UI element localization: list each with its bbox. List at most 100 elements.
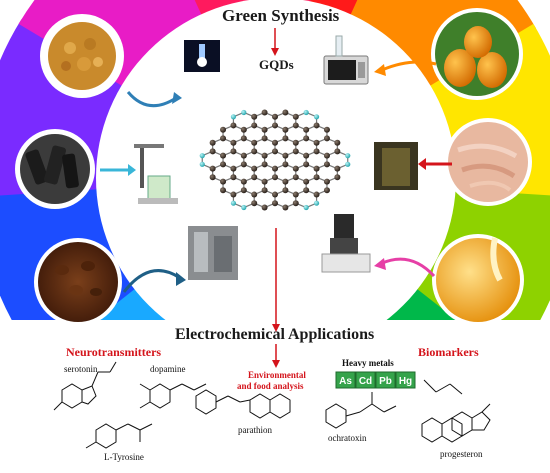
carbon-atom bbox=[240, 187, 247, 194]
carbon-atom bbox=[240, 126, 247, 133]
coffee-grounds-photo bbox=[34, 238, 122, 326]
hydrogen-atom bbox=[199, 153, 205, 159]
hydrogen-atom bbox=[313, 114, 320, 120]
carbon-atom bbox=[323, 152, 330, 159]
dopamine-structure bbox=[139, 383, 207, 409]
hydrogen-atom bbox=[230, 114, 237, 120]
carbon-atom bbox=[272, 113, 278, 120]
carbon-atom bbox=[323, 135, 330, 142]
hydrogen-atom bbox=[313, 200, 320, 206]
carbon-atom bbox=[240, 152, 247, 159]
autoclave-photo bbox=[321, 214, 371, 273]
heavy-metal-symbol: Pb bbox=[379, 376, 392, 387]
arrow-topright bbox=[381, 60, 437, 72]
carbon-atom bbox=[272, 139, 278, 146]
carbon-atom bbox=[272, 200, 278, 207]
carbon-atom bbox=[220, 187, 227, 194]
honey-photo bbox=[432, 234, 524, 326]
heavy-metal-tile bbox=[395, 371, 416, 389]
heavy-metal-tile bbox=[375, 371, 396, 389]
carbon-atom bbox=[261, 152, 268, 159]
carbon-atom bbox=[292, 165, 299, 172]
reactor-vessel-photo bbox=[374, 142, 418, 190]
carbon-atom bbox=[334, 139, 341, 146]
microwave-photo bbox=[323, 35, 369, 85]
carbon-atom bbox=[334, 165, 341, 172]
carbon-atom bbox=[313, 148, 320, 155]
carbon-atom bbox=[313, 139, 320, 146]
carbon-atom bbox=[282, 152, 289, 159]
carbon-atom bbox=[261, 126, 268, 133]
carbon-atom bbox=[292, 113, 299, 120]
carbon-atom bbox=[303, 161, 310, 168]
carbon-atom bbox=[303, 135, 310, 142]
progesterone-label: progesteron bbox=[440, 449, 483, 459]
carbon-atom bbox=[272, 122, 278, 129]
carbon-atom bbox=[282, 187, 289, 194]
carbon-atom bbox=[323, 178, 330, 185]
parathion-structure bbox=[195, 389, 291, 419]
carbon-atom bbox=[272, 191, 278, 198]
carbon-atom bbox=[292, 191, 299, 198]
serotonin-structure bbox=[53, 361, 117, 411]
hydrogen-atom bbox=[303, 109, 309, 116]
carbon-atom bbox=[261, 135, 268, 142]
neurotransmitters-heading: Neurotransmitters bbox=[66, 345, 162, 359]
carbon-atom bbox=[313, 191, 320, 198]
hydrogen-atom bbox=[345, 161, 351, 167]
carbon-atom bbox=[251, 174, 258, 181]
curved-arrow-topleft bbox=[126, 91, 177, 108]
hydrogen-atom bbox=[241, 204, 247, 211]
carbon-atom bbox=[272, 165, 278, 172]
heavy-metals-label: Heavy metals bbox=[342, 358, 394, 368]
carbon-atom bbox=[303, 187, 310, 194]
carbon-atom bbox=[230, 122, 237, 129]
electrochemical-applications-title: Electrochemical Applications bbox=[175, 326, 375, 343]
carbon-atom bbox=[209, 148, 216, 155]
applications-to-environmental-arrow-head bbox=[272, 360, 280, 368]
heavy-metal-tile bbox=[335, 371, 356, 389]
carbon-atom bbox=[323, 187, 330, 194]
carbon-atom bbox=[282, 161, 289, 168]
carbon-atom bbox=[251, 148, 258, 155]
carbon-atom bbox=[209, 165, 216, 172]
ochratoxin-label: ochratoxin bbox=[328, 433, 367, 443]
carbon-atom bbox=[230, 191, 237, 198]
biomarkers-heading: Biomarkers bbox=[418, 345, 479, 359]
carbon-atom bbox=[251, 200, 258, 207]
electrochemical-cell-photo bbox=[134, 144, 178, 204]
carbon-atom bbox=[230, 148, 237, 155]
curved-arrow-topleft-head bbox=[172, 92, 182, 104]
carbon-atom bbox=[240, 178, 247, 185]
hydrogen-atom bbox=[303, 204, 309, 211]
carbon-atom bbox=[303, 178, 310, 185]
environmental-line1: Environmental bbox=[248, 370, 306, 380]
carbon-atom bbox=[209, 174, 216, 181]
heavy-metal-symbol: Hg bbox=[399, 376, 412, 387]
carbon-atom bbox=[261, 109, 268, 116]
carbon-atom bbox=[261, 178, 268, 185]
mango-fruit-photo bbox=[431, 8, 523, 100]
heavy-metal-symbol: Cd bbox=[359, 376, 372, 387]
carbon-atom bbox=[261, 204, 268, 211]
straight-arrow-right-head bbox=[418, 158, 426, 170]
carbon-atom bbox=[261, 187, 268, 194]
hydrogen-atom bbox=[230, 200, 237, 206]
title-to-gqds-arrow-head bbox=[271, 48, 279, 56]
carbon-atom bbox=[220, 126, 227, 133]
heavy-metal-symbol: As bbox=[339, 376, 352, 387]
carbon-atom bbox=[303, 126, 310, 133]
tyrosine-structure bbox=[85, 423, 153, 449]
tyrosine-label: L-Tyrosine bbox=[104, 452, 144, 462]
heavy-metal-tiles: As Cd Pb Hg bbox=[335, 371, 416, 389]
carbon-atom bbox=[272, 148, 278, 155]
curved-arrow-bottomleft-head bbox=[176, 272, 186, 286]
carbon-atom bbox=[240, 161, 247, 168]
carbon-atom bbox=[220, 161, 227, 168]
carbon-atom bbox=[334, 148, 341, 155]
progesterone-structure bbox=[421, 403, 491, 443]
carbon-atom bbox=[220, 135, 227, 142]
oxalate-structure bbox=[423, 379, 463, 395]
gqds-to-applications-arrow-head bbox=[272, 324, 280, 332]
